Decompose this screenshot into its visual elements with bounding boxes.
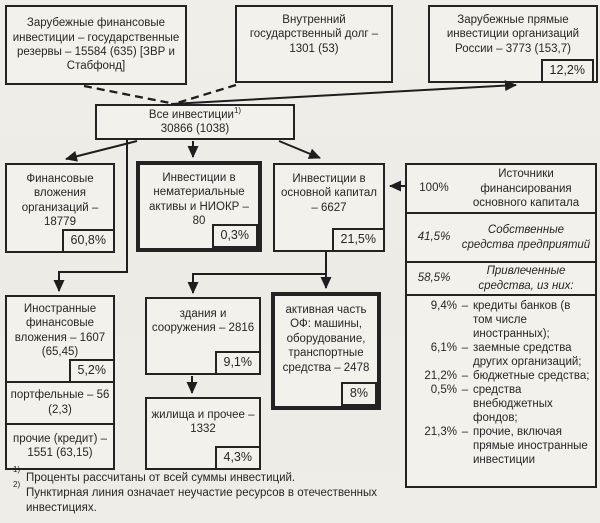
sources-row-own-funds-label: Собственные средства предприятий	[461, 224, 591, 251]
cell-portfolio: портфельные – 56 (2,3)	[7, 380, 113, 423]
footnote-2: 2) Пунктирная линия означает неучастие р…	[13, 479, 378, 514]
box-housing: жилища и прочее – 1332 4,3%	[145, 397, 261, 470]
box-buildings: здания и сооружения – 2816 9,1%	[145, 297, 261, 375]
sources-item-borrowed-funds: 6,1% – заемные средства других организац…	[409, 341, 592, 369]
footnote-1: 1) Проценты рассчитаны от всей суммы инв…	[13, 466, 403, 486]
sources-row-attracted-funds-label: Привлеченные средства, из них:	[478, 265, 574, 292]
connector-to-buildings	[187, 252, 327, 294]
arrow-to-financial	[65, 140, 138, 162]
pct-badge-financial: 60,8%	[61, 229, 115, 253]
item-pct: 21,3%	[424, 426, 457, 439]
footnote-ref-1: 1)	[233, 105, 242, 115]
dashed-line-reserves	[83, 84, 171, 105]
box-fixed-capital-text: Инвестиции в основной капитал – 6627	[281, 173, 377, 214]
all-investments-value: 30866 (1038)	[160, 123, 230, 135]
sources-row-own-funds-pct: 41,5%	[417, 231, 451, 244]
item-label: заемные средства других организаций;	[473, 342, 582, 369]
sources-row-total-pct: 100%	[419, 182, 449, 195]
footnotes: 1) Проценты рассчитаны от всей суммы инв…	[13, 466, 403, 516]
pct-badge-foreign-fin: 5,2%	[68, 359, 115, 383]
sources-items: 9,4% – кредиты банков (в том числе иност…	[407, 296, 595, 486]
panel-financing-sources: 100% Источники финансирования основного …	[405, 163, 597, 488]
arrow-to-fixed-capital	[278, 140, 321, 159]
pct-badge-foreign-direct: 12,2%	[540, 59, 594, 83]
pct-badge-housing: 4,3%	[214, 446, 261, 470]
item-pct: 21,2%	[424, 370, 457, 383]
footnote-1-text: Проценты рассчитаны от всей суммы инвест…	[26, 472, 296, 484]
cell-foreign-fin-investments: Иностранные финансовые вложения – 1607 (…	[7, 297, 115, 383]
item-dash: –	[461, 384, 469, 397]
sources-item-other: 21,3% – прочие, включая прямые иностранн…	[409, 425, 592, 467]
box-internal-debt-text: Внутренний государственный долг – 1301 (…	[249, 14, 379, 55]
box-intangible-assets: Инвестиции в нематериальные активы и НИО…	[136, 161, 262, 252]
box-financial-investments: Финансовые вложения организаций – 18779 …	[5, 163, 115, 253]
box-active-part-text: активная часть ОФ: машины, оборудование,…	[282, 304, 370, 374]
box-foreign-direct-investments: Зарубежные прямые инвестиции организаций…	[428, 5, 598, 83]
pct-badge-intangible: 0,3%	[211, 224, 258, 248]
box-foreign-direct-investments-text: Зарубежные прямые инвестиции организаций…	[446, 14, 580, 55]
cell-other-credit-text: прочие (кредит) – 1551 (63,15)	[13, 432, 107, 460]
item-pct: 0,5%	[430, 384, 457, 397]
arrow-to-foreign-direct	[170, 80, 517, 105]
footnote-2-text: Пунктирная линия означает неучастие ресу…	[26, 486, 378, 514]
pct-badge-active-part: 8%	[340, 382, 377, 406]
sources-row-attracted-funds-pct: 58,5%	[417, 272, 451, 285]
item-pct: 9,4%	[430, 300, 457, 312]
box-all-investments: Все инвестиции1) 30866 (1038)	[95, 104, 295, 140]
item-dash: –	[461, 300, 469, 312]
item-dash: –	[461, 426, 469, 439]
item-label: средства внебюджетных фондов;	[473, 384, 553, 425]
item-label: бюджетные средства;	[473, 370, 590, 383]
box-fixed-capital: Инвестиции в основной капитал – 6627 21,…	[273, 163, 385, 252]
sources-row-total: 100% Источники финансирования основного …	[407, 165, 595, 214]
pct-badge-fixed-capital: 21,5%	[331, 228, 385, 252]
box-internal-debt: Внутренний государственный долг – 1301 (…	[235, 5, 393, 83]
pct-badge-buildings: 9,1%	[214, 351, 261, 375]
box-all-investments-text: Все инвестиции1) 30866 (1038)	[148, 105, 242, 137]
item-dash: –	[461, 370, 469, 383]
sources-row-total-label: Источники финансирования основного капит…	[472, 168, 580, 209]
sources-row-own-funds: 41,5% Собственные средства предприятий	[407, 214, 595, 263]
sources-item-bank-credits: 9,4% – кредиты банков (в том числе иност…	[409, 299, 592, 341]
item-dash: –	[461, 342, 469, 355]
box-active-part: активная часть ОФ: машины, оборудование,…	[271, 292, 381, 410]
sources-item-extrabudgetary: 0,5% – средства внебюджетных фондов;	[409, 383, 592, 425]
cell-foreign-fin-text: Иностранные финансовые вложения – 1607 (…	[14, 303, 106, 359]
box-foreign-financial-reserves: Зарубежные финансовые инвестиции – госуд…	[5, 5, 187, 85]
item-label: кредиты банков (в том числе иностранных)…	[473, 300, 571, 341]
stack-foreign-financial: Иностранные финансовые вложения – 1607 (…	[5, 295, 115, 470]
item-pct: 6,1%	[430, 342, 457, 355]
item-label: прочие, включая прямые иностранные инвес…	[473, 426, 588, 467]
sources-row-attracted-funds: 58,5% Привлеченные средства, из них:	[407, 263, 595, 296]
box-financial-investments-text: Финансовые вложения организаций – 18779	[21, 173, 99, 229]
box-buildings-text: здания и сооружения – 2816	[151, 308, 255, 335]
box-housing-text: жилища и прочее – 1332	[151, 409, 255, 436]
cell-portfolio-text: портфельные – 56 (2,3)	[10, 389, 110, 416]
sources-item-budget-funds: 21,2% – бюджетные средства;	[409, 369, 592, 383]
dashed-line-internal-debt	[176, 83, 237, 105]
cell-other-credit: прочие (кредит) – 1551 (63,15)	[7, 422, 113, 468]
box-intangible-assets-text: Инвестиции в нематериальные активы и НИО…	[149, 172, 249, 228]
box-foreign-financial-reserves-text: Зарубежные финансовые инвестиции – госуд…	[12, 17, 180, 73]
all-investments-label: Все инвестиции	[148, 108, 234, 121]
